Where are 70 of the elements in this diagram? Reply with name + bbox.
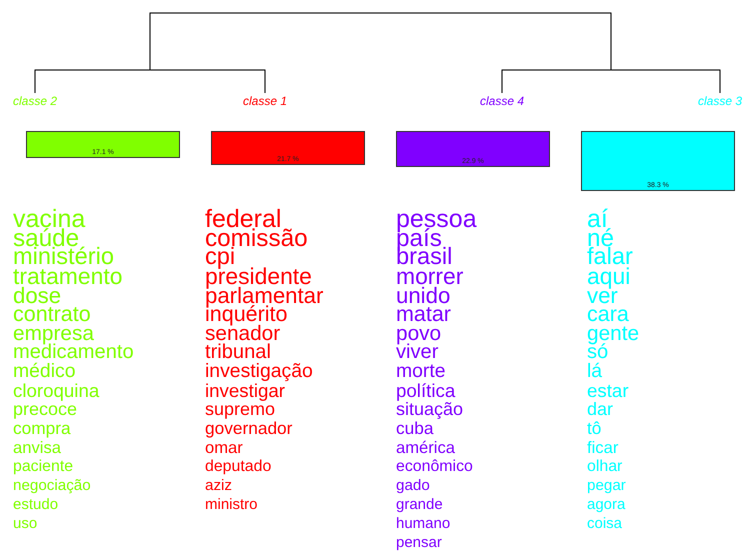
class-label: classe 4: [480, 94, 524, 108]
word: falar: [587, 248, 634, 267]
word: agora: [587, 495, 626, 514]
word: compra: [13, 419, 71, 438]
word: medicamento: [13, 343, 134, 362]
word: né: [587, 229, 614, 248]
word: morte: [396, 362, 447, 381]
word: econômico: [396, 457, 474, 476]
word: humano: [396, 514, 452, 533]
word: uso: [13, 514, 38, 533]
word: unido: [396, 286, 450, 305]
word: ministro: [205, 495, 259, 514]
word: cpi: [205, 248, 236, 267]
class-bar: [26, 131, 180, 158]
word: política: [396, 381, 456, 400]
class-label: classe 1: [242, 94, 288, 108]
word: estar: [587, 381, 630, 400]
word: tratamento: [13, 267, 124, 286]
word: paciente: [13, 457, 74, 476]
word: grande: [396, 495, 444, 514]
word: supremo: [205, 400, 276, 419]
word: povo: [396, 324, 442, 343]
word: investigar: [205, 381, 285, 400]
word: cuba: [396, 419, 434, 438]
word: ficar: [587, 438, 620, 457]
word: governador: [205, 419, 294, 438]
word: gente: [587, 324, 640, 343]
word: tribunal: [205, 343, 272, 362]
word: cara: [587, 305, 630, 324]
word: aí: [587, 210, 608, 229]
word: morrer: [396, 267, 464, 286]
word: matar: [396, 305, 452, 324]
word: federal: [205, 210, 282, 229]
word: investigação: [205, 362, 314, 381]
word: negociação: [13, 476, 92, 495]
word: médico: [13, 362, 77, 381]
word: saúde: [13, 229, 80, 248]
word: ministério: [13, 248, 114, 267]
word: pegar: [587, 476, 627, 495]
class-label: classe 3: [698, 94, 742, 108]
class-bar: [581, 131, 735, 191]
dendrogram-branch: [502, 70, 720, 94]
dendrogram-branch: [34, 70, 266, 94]
word: anvisa: [13, 438, 62, 457]
class-label: classe 2: [12, 94, 58, 108]
word: américa: [396, 438, 456, 457]
word: coisa: [587, 514, 624, 533]
word: só: [587, 343, 608, 362]
class-bar: [396, 131, 550, 167]
word: estudo: [13, 495, 60, 514]
word: lá: [587, 362, 604, 381]
word: omar: [205, 438, 244, 457]
word: dar: [587, 400, 614, 419]
word: tô: [587, 419, 602, 438]
word: pensar: [396, 533, 443, 552]
word: dose: [13, 286, 62, 305]
word: aziz: [205, 476, 234, 495]
word: cloroquina: [13, 381, 100, 400]
word: gado: [396, 476, 431, 495]
word: deputado: [205, 457, 272, 476]
word: contrato: [13, 305, 92, 324]
word: senador: [205, 324, 280, 343]
word: situação: [396, 400, 464, 419]
word: viver: [396, 343, 438, 362]
word: empresa: [13, 324, 94, 343]
word: comissão: [205, 229, 309, 248]
word: precoce: [13, 400, 78, 419]
word: olhar: [587, 457, 624, 476]
word: vacina: [13, 210, 86, 229]
class-bar: [211, 131, 365, 165]
